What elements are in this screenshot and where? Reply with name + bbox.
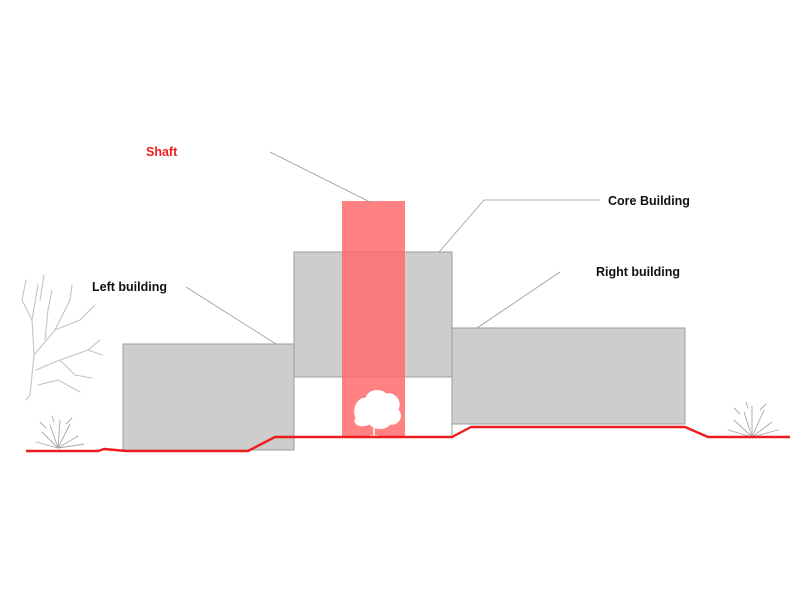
shaft-bush-illustration — [354, 390, 401, 437]
right-building — [451, 327, 686, 425]
shaft-leader-line — [269, 151, 373, 204]
right-building-leader-line — [476, 271, 561, 329]
left-building — [122, 343, 295, 451]
core-building-leader-line — [438, 199, 600, 253]
core-building-label: Core Building — [608, 194, 690, 208]
left-shrub-illustration — [35, 415, 85, 449]
people-illustration — [420, 406, 438, 437]
left-building-leader-line — [185, 286, 277, 345]
right-shrub-illustration — [727, 401, 779, 438]
left-building-label: Left building — [92, 280, 167, 294]
right-building-label: Right building — [596, 265, 680, 279]
left-tree-illustration — [21, 274, 103, 401]
ground-line — [26, 425, 790, 453]
shaft-label: Shaft — [146, 145, 178, 159]
